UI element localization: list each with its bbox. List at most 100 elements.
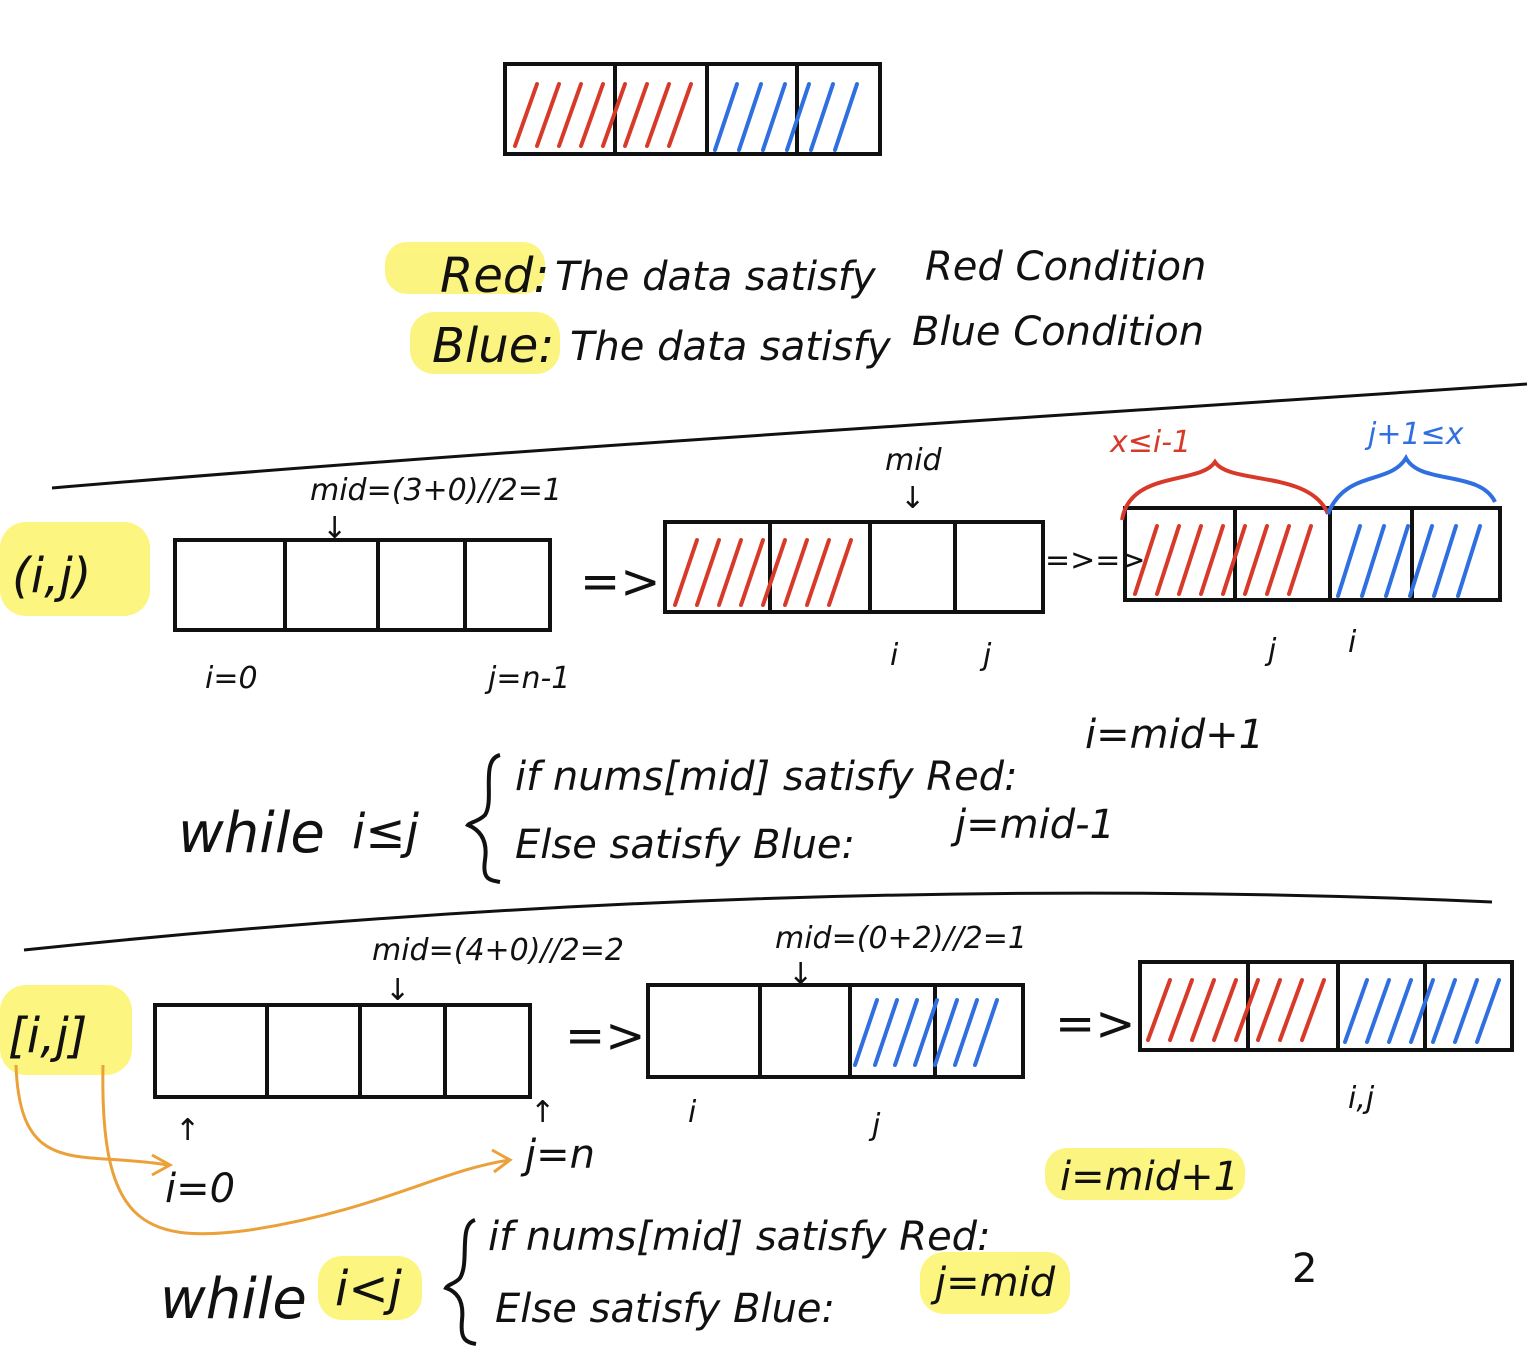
- hatch-stroke: [1475, 978, 1501, 1044]
- hatch-stroke: [645, 82, 671, 148]
- j-end-label: j=n-1: [484, 661, 570, 696]
- hatch-stroke: [761, 538, 787, 607]
- hatch-stroke: [893, 998, 919, 1067]
- array-1b-outline: [663, 520, 1045, 614]
- range-closed-label: [i,j]: [8, 1008, 87, 1064]
- orange-arrow-to-j: [101, 1064, 511, 1236]
- array-1c-outline: [1123, 506, 1502, 602]
- hatch-stroke: [805, 538, 831, 607]
- curly-brace-1: [464, 753, 501, 884]
- highlight-update-j: [920, 1252, 1070, 1314]
- j-label-2b: j: [868, 1108, 881, 1143]
- array-2b-hatching: [853, 998, 999, 1067]
- highlight-cond-closed: [318, 1256, 422, 1320]
- array-1c-hatching: [1133, 524, 1482, 598]
- hatch-stroke: [513, 82, 539, 148]
- hatch-stroke: [1256, 978, 1282, 1042]
- hatch-stroke: [973, 998, 999, 1067]
- hatch-stroke: [783, 538, 809, 607]
- hatch-stroke: [1431, 978, 1457, 1044]
- hatch-stroke: [1155, 524, 1181, 596]
- highlight-blue-label: [410, 312, 560, 374]
- array-2a: [153, 1003, 532, 1099]
- hatch-stroke: [601, 82, 627, 148]
- hatch-stroke: [933, 998, 959, 1067]
- top-array-outline: [503, 62, 882, 156]
- mid-pointer-2a: ↓: [385, 973, 410, 1008]
- hatch-stroke: [739, 538, 765, 607]
- highlight-range-closed: [0, 985, 132, 1075]
- else-line-1: Else satisfy Blue:: [515, 822, 855, 868]
- hatch-stroke: [1146, 978, 1172, 1042]
- hatch-stroke: [1300, 978, 1326, 1042]
- if-line-1: if nums[mid] satisfy Red:: [515, 754, 1018, 800]
- hatch-stroke: [579, 82, 605, 148]
- hatch-stroke: [953, 998, 979, 1067]
- else-line-2: Else satisfy Blue:: [495, 1286, 835, 1332]
- j-up-arrow: ↑: [530, 1095, 555, 1130]
- hatch-stroke: [1177, 524, 1203, 596]
- hatch-stroke: [1408, 524, 1434, 598]
- hatch-stroke: [1287, 524, 1313, 596]
- hatch-stroke: [1278, 978, 1304, 1042]
- hatch-stroke: [1365, 978, 1391, 1044]
- hatch-stroke: [833, 82, 859, 152]
- hatch-stroke: [1199, 524, 1225, 596]
- curly-brace-2: [443, 1218, 477, 1346]
- array-1b-hatching: [673, 538, 853, 607]
- transition-arrow-1b: =>=>: [1045, 543, 1146, 578]
- legend-blue-text: The data satisfy: [570, 324, 892, 370]
- legend: Red: The data satisfy Red Condition Blue…: [432, 244, 1206, 374]
- loop-condition-2: i<j: [335, 1261, 403, 1317]
- divider-line-middle: [23, 891, 1493, 952]
- hatch-stroke: [1409, 978, 1435, 1044]
- j-label-1c: j: [1264, 633, 1277, 668]
- hatch-stroke: [1384, 524, 1410, 598]
- if-update-1: i=mid+1: [1085, 712, 1264, 758]
- hatch-stroke: [717, 538, 743, 607]
- hatch-stroke: [667, 82, 693, 148]
- mid-pointer-1a: ↓: [322, 511, 347, 546]
- legend-red-label: Red:: [440, 248, 550, 304]
- hatch-stroke: [1212, 978, 1238, 1042]
- red-brace: [1120, 458, 1330, 521]
- hatch-stroke: [623, 82, 649, 148]
- array-2b-outline: [646, 983, 1025, 1079]
- array-1b: [663, 520, 1045, 614]
- highlight-update-i: [1045, 1148, 1245, 1200]
- hatch-stroke: [1190, 978, 1216, 1042]
- red-bound-label: x≤i-1: [1109, 425, 1191, 460]
- else-update-2: j=mid: [930, 1260, 1056, 1306]
- section-open-interval: (i,j) mid=(3+0)//2=1 ↓ i=0 j=n-1 => mid …: [12, 417, 1502, 884]
- hatch-stroke: [1453, 978, 1479, 1044]
- array-1a-outline: [173, 538, 552, 632]
- while-keyword-2: while: [160, 1267, 307, 1332]
- blue-bound-label: j+1≤x: [1364, 417, 1464, 452]
- i-up-arrow: ↑: [175, 1113, 200, 1148]
- hatch-stroke: [1432, 524, 1458, 598]
- top-array-hatching: [513, 82, 859, 152]
- hatch-stroke: [1243, 524, 1269, 596]
- j-label-1b: j: [979, 638, 992, 673]
- else-update-1: j=mid-1: [950, 802, 1115, 848]
- hatch-stroke: [1234, 978, 1260, 1042]
- hatch-stroke: [1221, 524, 1247, 596]
- array-2c-outline: [1138, 960, 1514, 1052]
- i-start-label-2: i=0: [165, 1166, 235, 1212]
- hatch-stroke: [1343, 978, 1369, 1044]
- hatch-stroke: [737, 82, 763, 152]
- j-end-label-2: j=n: [520, 1132, 595, 1178]
- if-line-2: if nums[mid] satisfy Red:: [488, 1214, 991, 1260]
- hatch-stroke: [1133, 524, 1159, 596]
- highlight-range-open: [0, 522, 150, 616]
- i-label-1c: i: [1348, 625, 1357, 660]
- hatch-stroke: [535, 82, 561, 148]
- mid-pointer-1b: ↓: [900, 481, 925, 516]
- array-2a-outline: [153, 1003, 532, 1099]
- range-open-label: (i,j): [12, 548, 91, 604]
- i-label-1b: i: [890, 638, 899, 673]
- while-keyword-1: while: [178, 801, 325, 866]
- hatch-stroke: [853, 998, 879, 1067]
- transition-arrow-2a: =>: [565, 1008, 645, 1064]
